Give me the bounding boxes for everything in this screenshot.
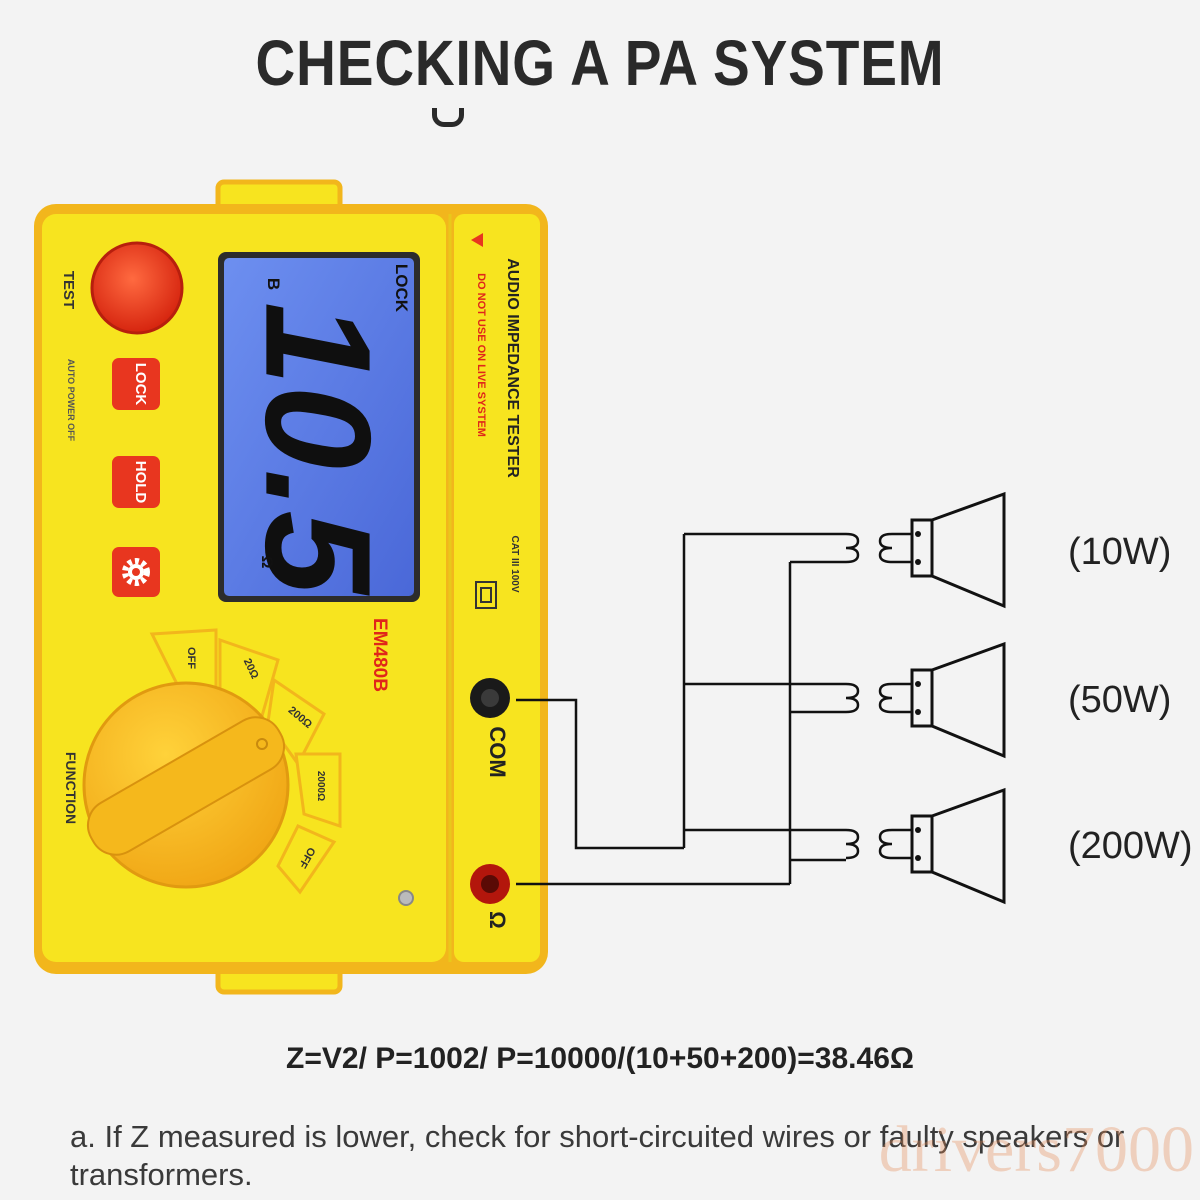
device-name: AUDIO IMPEDANCE TESTER <box>504 258 521 478</box>
lcd-unit: Ω <box>258 556 275 569</box>
speaker-label-10w: (10W) <box>1068 531 1171 573</box>
auto-power-off-label: AUTO POWER OFF <box>66 359 76 442</box>
impedance-tester: TEST AUTO POWER OFF LOCK HOLD LOCK B 10.… <box>34 179 548 995</box>
com-jack-label: COM <box>485 726 510 777</box>
ohm-jack-label: Ω <box>485 911 510 929</box>
speaker-2 <box>845 641 1006 759</box>
lcd-screen <box>224 258 414 596</box>
speaker-driver <box>910 518 934 578</box>
speaker-cone <box>930 491 1006 609</box>
rating-text: CAT III 100V <box>509 535 520 592</box>
dial-label-off-top: OFF <box>185 647 197 669</box>
test-label: TEST <box>60 271 77 309</box>
page-title: CHECKING A PA SYSTEM <box>255 27 945 99</box>
hold-button[interactable] <box>112 456 160 508</box>
lock-button[interactable] <box>112 358 160 410</box>
gear-icon <box>122 558 150 586</box>
lcd-reading: 10.5 <box>234 302 402 597</box>
lcd-range-indicator: B <box>264 278 283 290</box>
transformer-coil <box>845 532 860 564</box>
hold-button-label: HOLD <box>132 461 149 504</box>
troubleshooting-note: a. If Z measured is lower, check for sho… <box>70 1119 1125 1192</box>
title-fragment <box>432 108 464 127</box>
wiring <box>516 532 846 886</box>
diagram: TEST AUTO POWER OFF LOCK HOLD LOCK B 10.… <box>34 179 1193 995</box>
lock-button-label: LOCK <box>132 363 149 406</box>
dial-position-off-bottom <box>276 824 337 895</box>
dial-pointer <box>86 716 286 856</box>
speaker-1 <box>845 491 1006 609</box>
model-label: EM480B <box>369 618 390 692</box>
lcd-lock-indicator: LOCK <box>392 264 411 313</box>
function-label: FUNCTION <box>63 752 79 824</box>
dial-label-2000: 2000Ω <box>315 771 326 801</box>
com-wire <box>516 698 684 850</box>
warning-text: DO NOT USE ON LIVE SYSTEM <box>475 273 487 437</box>
double-insulation-icon <box>475 581 497 609</box>
screw <box>398 890 414 906</box>
dial-position-2000 <box>294 752 342 829</box>
speaker-3 <box>845 787 1006 905</box>
speaker-label-50w: (50W) <box>1068 679 1171 721</box>
test-knob[interactable] <box>90 241 184 335</box>
speaker-label-200w: (200W) <box>1068 825 1193 867</box>
warning-icon <box>471 233 483 247</box>
impedance-formula: Z=V2/ P=1002/ P=10000/(10+50+200)=38.46Ω <box>286 1042 914 1075</box>
